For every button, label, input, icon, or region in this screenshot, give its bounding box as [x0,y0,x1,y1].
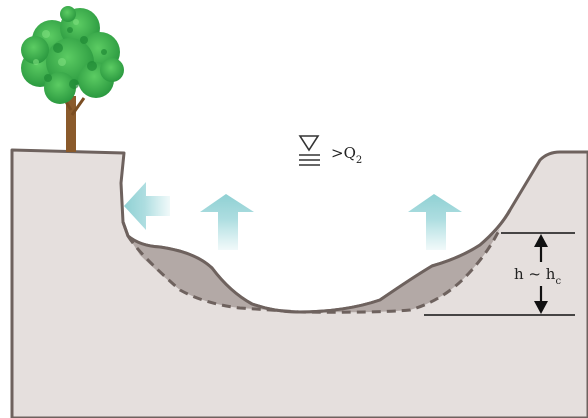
water-surface-label: >Q2 [331,144,362,166]
left-deposit [128,236,298,312]
right-deposit [298,228,500,313]
up-arrow-icon [408,194,462,250]
up-arrow-icon [200,194,254,250]
ground-profile [10,148,588,418]
inverted-triangle-water-level-icon [298,135,320,166]
tree-icon [21,6,124,152]
left-arrow-icon [124,182,170,230]
depth-marker [424,232,575,316]
original-bed-dashed-line [126,227,502,314]
depth-label: h ~ hc [514,265,561,287]
